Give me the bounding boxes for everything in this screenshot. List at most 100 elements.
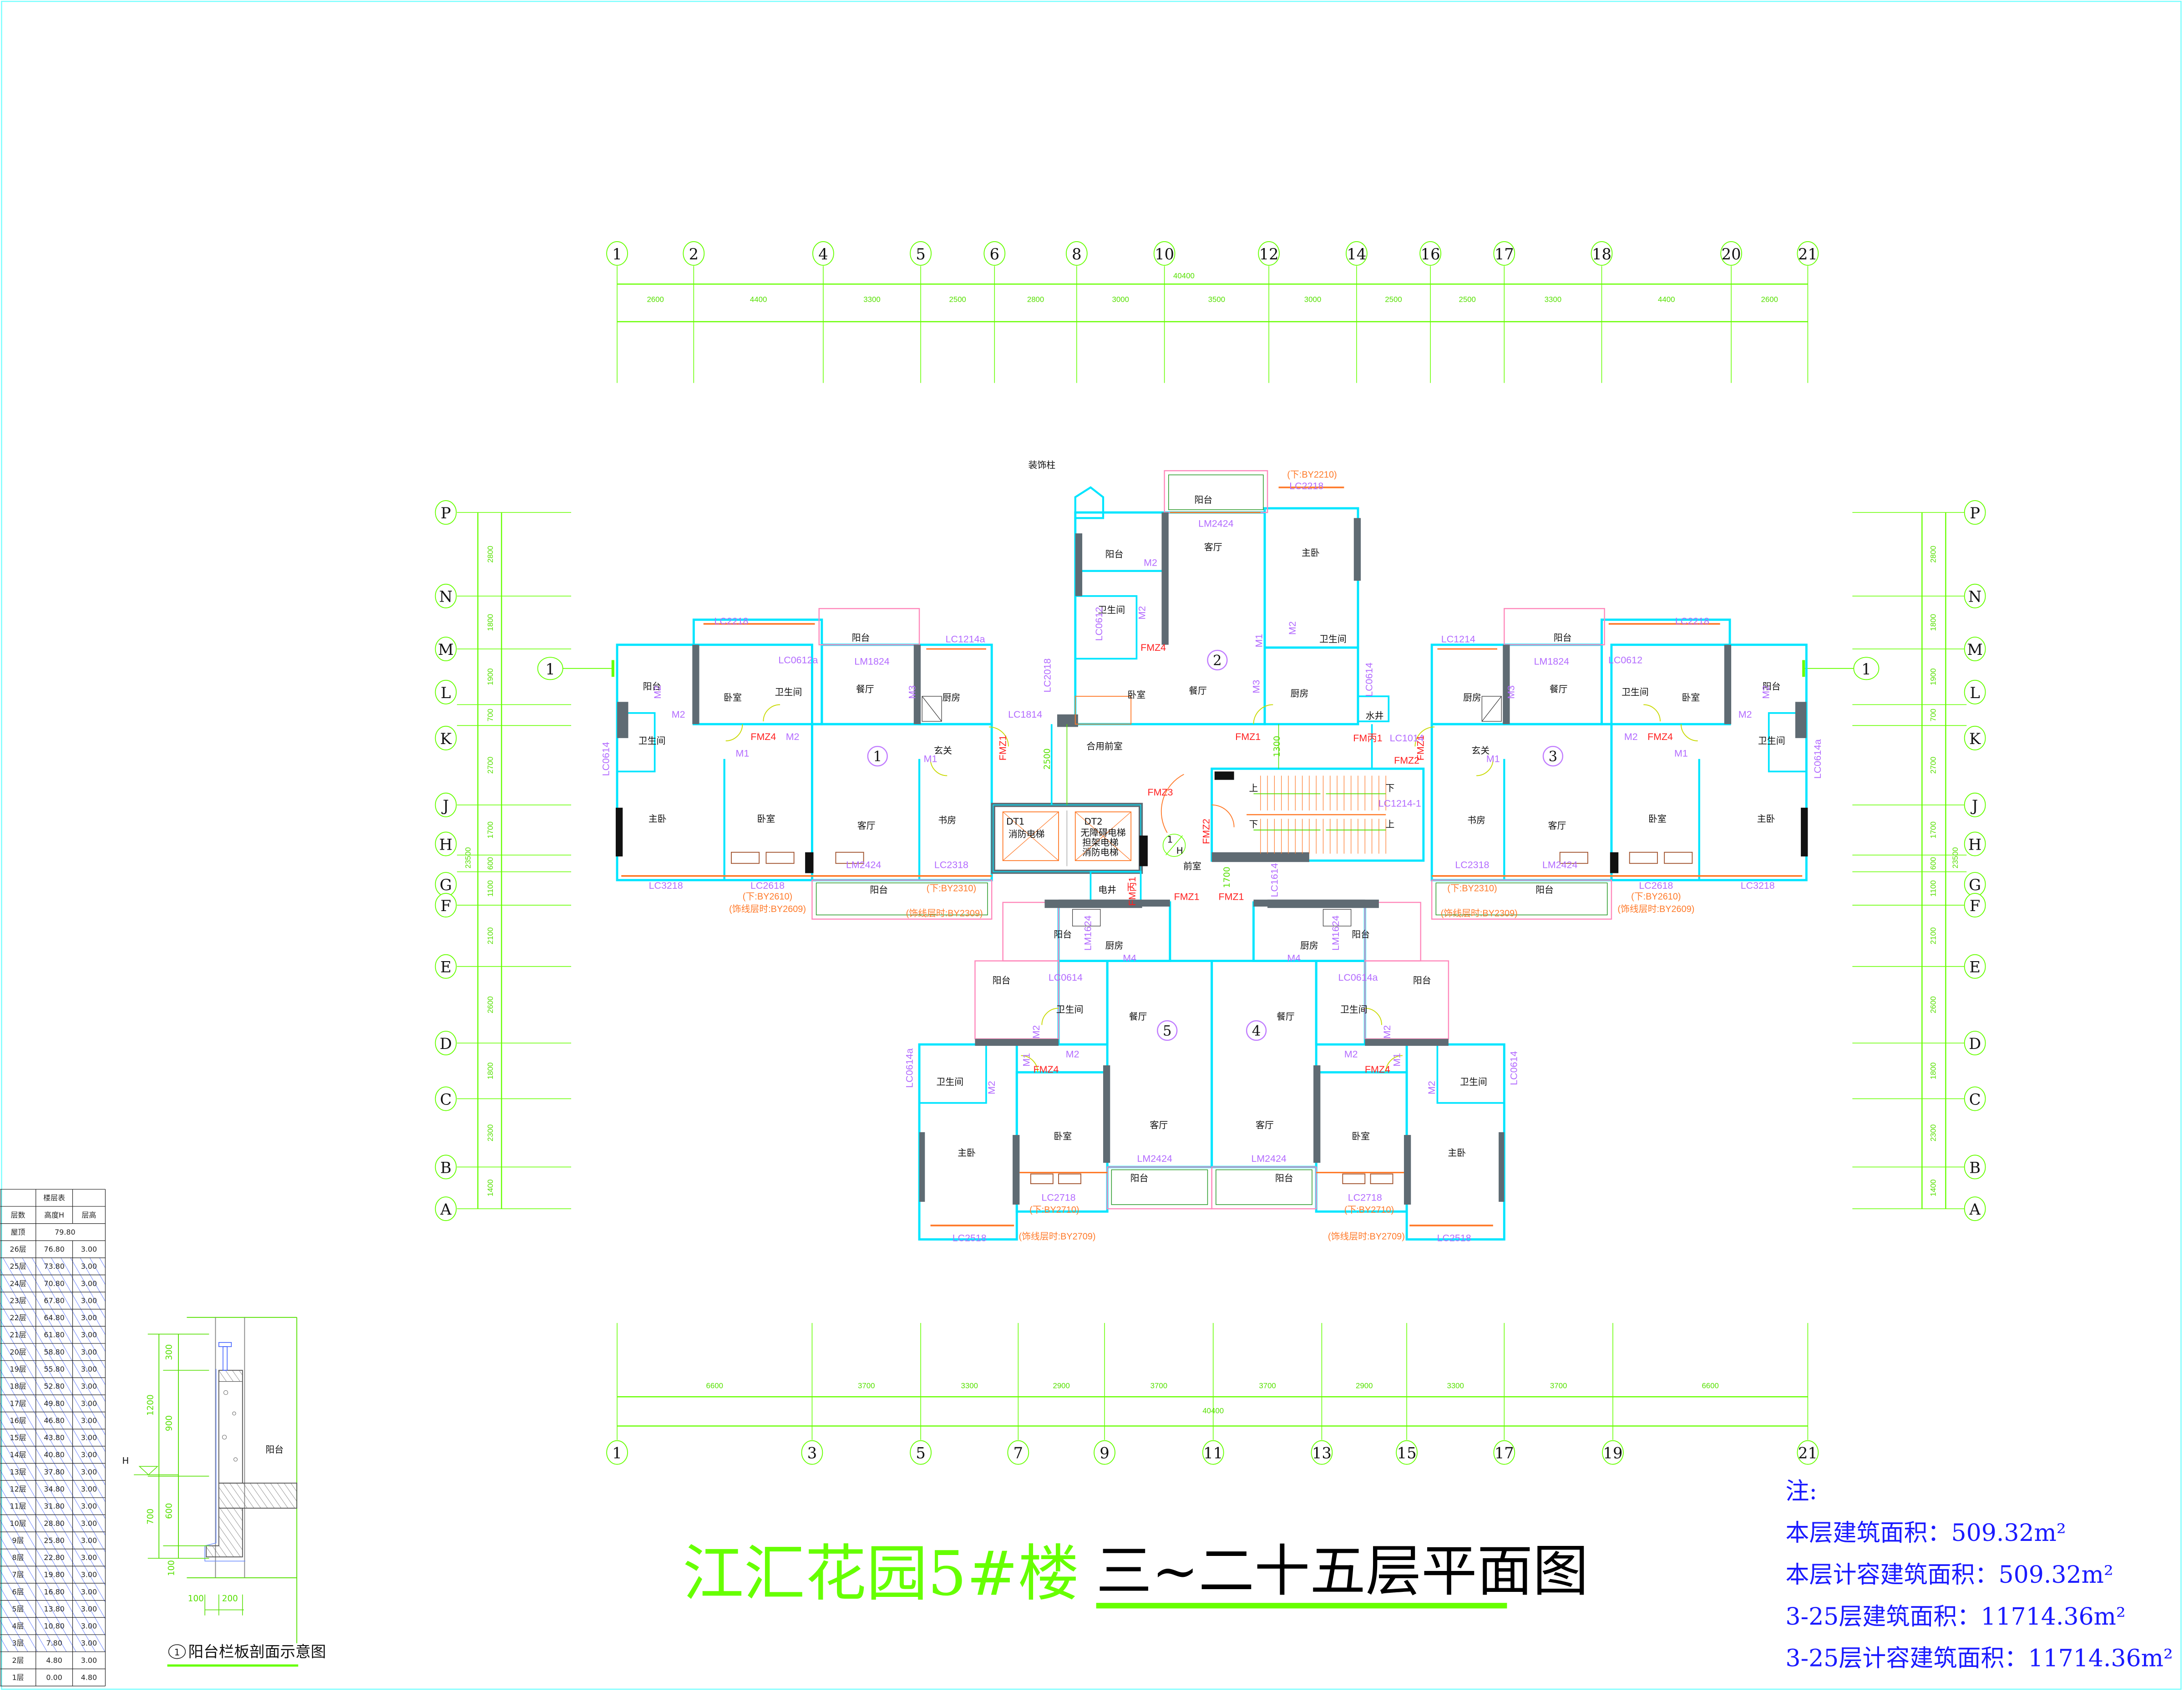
axis-label: 6 xyxy=(990,245,999,263)
floor-table-cell: 3.00 xyxy=(81,1605,97,1613)
unit-4-label: LC0614a xyxy=(1338,972,1378,983)
axis-label-bubble xyxy=(435,500,457,525)
unit-4-label: M1 xyxy=(1392,1053,1403,1067)
unit-3-label: LC3218 xyxy=(1741,880,1775,891)
table-row-hatch xyxy=(0,1583,106,1601)
section-marker-label: 1 xyxy=(1861,660,1871,678)
unit-4-walls xyxy=(1212,900,1505,1240)
unit-3-label: FMZ4 xyxy=(1647,731,1673,742)
core-label: 无障碍电梯 xyxy=(1080,827,1125,838)
axis-label-bubble xyxy=(1964,792,1986,817)
floor-table-cell: 31.80 xyxy=(44,1502,65,1510)
core-label: FM丙1 xyxy=(1353,733,1382,744)
axis-label: 1 xyxy=(612,1444,622,1462)
floor-table-cell: 3.00 xyxy=(81,1331,97,1339)
core-label: FMZ1 xyxy=(1219,892,1244,902)
axis-label: N xyxy=(1968,588,1981,606)
core-label: 1300 xyxy=(1272,736,1282,757)
note-line: 3-25层计容建筑面积：11714.36m² xyxy=(1785,1645,2173,1672)
detail-marker-number: 1 xyxy=(174,1647,180,1657)
dimension-value: 2300 xyxy=(1929,1125,1937,1141)
dimension-value: 1400 xyxy=(1929,1180,1937,1196)
detail-dimension: 300 xyxy=(165,1344,174,1360)
floor-table-cell: 6层 xyxy=(12,1587,24,1596)
dimension-total: 40400 xyxy=(1173,271,1195,280)
floor-table-cell: 25层 xyxy=(10,1262,26,1271)
axis-label-bubble xyxy=(1065,241,1088,266)
floor-table-cell: 7.80 xyxy=(46,1639,62,1647)
unit-1-label: M2 xyxy=(786,731,800,742)
core-label: 2500 xyxy=(1043,748,1052,770)
dimension-total: 23500 xyxy=(464,847,472,869)
unit-1-label: 阳台 xyxy=(643,681,661,692)
axis-label: P xyxy=(441,504,451,522)
axis-label: 16 xyxy=(1421,245,1440,263)
floor-table-cell: 70.80 xyxy=(44,1279,65,1288)
axis-label: 3 xyxy=(807,1444,817,1462)
unit-3-label: 卧室 xyxy=(1648,814,1667,824)
dimension-value: 1900 xyxy=(1929,668,1937,685)
table-row-hatch xyxy=(0,1634,106,1652)
unit-4-label: M4 xyxy=(1287,952,1301,963)
axis-label-bubble xyxy=(801,1440,823,1465)
axis-label: 17 xyxy=(1495,245,1514,263)
unit-number: 3 xyxy=(1549,749,1557,765)
table-row-hatch xyxy=(0,1617,106,1635)
unit-5-label: 客厅 xyxy=(1150,1120,1168,1130)
floor-table-cell: 13.80 xyxy=(44,1605,65,1613)
core-label: FMZ3 xyxy=(1147,787,1173,798)
dimension-value: 1700 xyxy=(1929,821,1937,838)
dimension-total: 23500 xyxy=(1951,847,1960,869)
floor-table-cell: 1层 xyxy=(12,1673,24,1682)
axis-label: G xyxy=(440,876,452,894)
dimension-value: 600 xyxy=(1929,857,1937,870)
unit-1-label: 主卧 xyxy=(649,814,667,824)
unit-5-walls xyxy=(919,900,1212,1240)
unit-1-label: 卧室 xyxy=(757,814,775,824)
axis-label: E xyxy=(1969,958,1981,976)
floor-table-cell: 3.00 xyxy=(81,1416,97,1425)
unit-5-label: M2 xyxy=(986,1081,997,1094)
floor-table-header: 高度H xyxy=(44,1211,64,1219)
unit-5-label: 卫生间 xyxy=(937,1077,964,1087)
unit-2-label: 主卧 xyxy=(1302,547,1320,558)
unit-2-label: 卫生间 xyxy=(1098,605,1125,615)
drawing-title: 江汇花园5#楼 三~二十五层平面图 xyxy=(683,1538,1589,1609)
dimension-value: 2500 xyxy=(1385,295,1402,304)
unit-4-label: LC2518 xyxy=(1437,1232,1471,1243)
table-row-hatch xyxy=(0,1412,106,1429)
dimension-value: 3000 xyxy=(1304,295,1321,304)
unit-4-label: 餐厅 xyxy=(1277,1011,1295,1022)
axis-label-bubble xyxy=(1797,1440,1819,1465)
axis-label-bubble xyxy=(1346,241,1368,266)
dimension-value: 2100 xyxy=(486,927,495,944)
unit-4-label: 卧室 xyxy=(1352,1131,1370,1142)
axis-label: 7 xyxy=(1013,1444,1023,1462)
unit-1-label: LM2424 xyxy=(846,859,881,870)
floor-table-cell: 3.00 xyxy=(81,1245,97,1254)
unit-5-label: 主卧 xyxy=(958,1148,976,1158)
unit-1-label: M1 xyxy=(924,754,937,765)
axis-label: C xyxy=(1969,1090,1981,1108)
dimension-value: 4400 xyxy=(1658,295,1675,304)
unit-3-label: (饰线层时:BY2309) xyxy=(1441,908,1518,918)
core-label: 消防电梯 xyxy=(1082,847,1119,857)
unit-4-label: M2 xyxy=(1344,1049,1358,1059)
unit-number: 1 xyxy=(873,749,882,765)
detail-dimension: 1200 xyxy=(146,1394,155,1416)
floor-table-cell: 10层 xyxy=(10,1519,26,1528)
axis-label-bubble xyxy=(435,1196,457,1221)
floor-table-cell: 34.80 xyxy=(44,1484,65,1493)
unit-3-label: (下:BY2310) xyxy=(1447,883,1497,893)
dimension-value: 3500 xyxy=(1208,295,1225,304)
axis-label: D xyxy=(440,1035,452,1053)
unit-3-label: 阳台 xyxy=(1763,681,1781,692)
floor-table-cell: 3.00 xyxy=(81,1279,97,1288)
unit-2-label: 客厅 xyxy=(1204,542,1222,552)
floor-table-cell: 4.80 xyxy=(46,1656,62,1665)
unit-5-label: FMZ4 xyxy=(1034,1064,1059,1075)
unit-1-label: 卧室 xyxy=(724,693,742,703)
floor-table-cell: 3.00 xyxy=(81,1502,97,1510)
unit-3-label: (下:BY2610) xyxy=(1631,892,1681,902)
axis-label-bubble xyxy=(435,792,457,817)
